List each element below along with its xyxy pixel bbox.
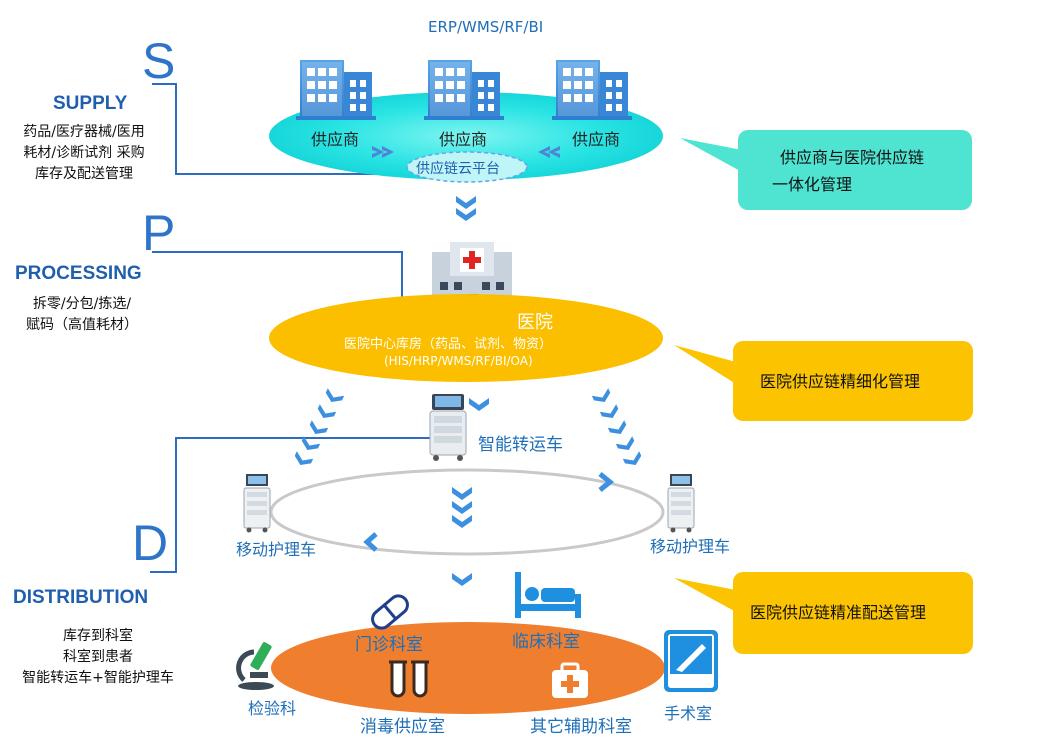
callout-2-text: 医院供应链精细化管理	[760, 372, 921, 391]
supplier-label-3: 供应商	[572, 130, 621, 149]
processing-letter: P	[142, 205, 176, 261]
distribution-line-2: 科室到患者	[63, 649, 133, 665]
first-aid-icon	[552, 662, 588, 698]
callout-2-shape	[674, 341, 973, 421]
chevrons-right-diagonal	[591, 388, 642, 465]
callout-1-line-1: 供应商与医院供应链	[780, 148, 925, 167]
hospital-ellipse	[269, 294, 663, 382]
callout-3-shape	[674, 572, 973, 654]
hospital-line-1: 医院中心库房（药品、试剂、物资）	[344, 337, 553, 352]
distribution-title: DISTRIBUTION	[13, 587, 149, 608]
supply-title: SUPPLY	[53, 93, 128, 114]
smart-cart-label: 智能转运车	[478, 435, 563, 455]
microscope-icon	[236, 642, 274, 690]
test-tubes-icon	[389, 660, 429, 698]
chevron-under-hospital	[469, 398, 489, 411]
callout-1-line-2: 一体化管理	[772, 175, 853, 194]
mobile-cart-right-label: 移动护理车	[650, 537, 731, 556]
track-arrow-left	[363, 532, 378, 552]
smart-cart-icon	[429, 394, 467, 461]
pill-icon	[371, 594, 409, 630]
chevrons-middle	[452, 487, 472, 586]
dept-clinical-label: 临床科室	[512, 632, 580, 652]
hospital-title: 医院	[517, 312, 553, 333]
supplier-label-1: 供应商	[311, 130, 360, 149]
supplier-label-2: 供应商	[439, 130, 488, 149]
dept-auxiliary-label: 其它辅助科室	[530, 717, 632, 737]
processing-description: 拆零/分包/拣选/ 赋码（高值耗材）	[0, 294, 164, 336]
building-icon-1	[296, 60, 376, 120]
departments-ellipse	[271, 622, 665, 714]
mobile-cart-left-label: 移动护理车	[236, 540, 317, 559]
distribution-letter: D	[132, 515, 169, 571]
supply-line-1: 药品/医疗器械/医用	[23, 124, 145, 140]
bed-icon	[515, 572, 581, 618]
processing-line-2: 赋码（高值耗材）	[26, 317, 138, 333]
distribution-description: 库存到科室 科室到患者 智能转运车+智能护理车	[0, 626, 196, 689]
dept-sterilization-label: 消毒供应室	[360, 717, 445, 737]
dept-surgery-label: 手术室	[664, 704, 713, 723]
callout-1-shape	[680, 130, 972, 210]
supply-letter: S	[142, 33, 176, 89]
mobile-cart-right-icon	[667, 474, 695, 533]
platform-ellipse	[406, 151, 528, 183]
mobile-cart-left-icon	[243, 474, 271, 533]
dept-lab-label: 检验科	[248, 699, 297, 718]
callout-1-text: 供应商与医院供应链 一体化管理	[772, 144, 968, 198]
distribution-line-3: 智能转运车+智能护理车	[22, 670, 174, 686]
chevrons-supply-to-hospital	[456, 196, 476, 221]
dept-outpatient-label: 门诊科室	[355, 635, 423, 655]
building-icon-2	[424, 60, 504, 120]
processing-line-1: 拆零/分包/拣选/	[32, 296, 132, 312]
scalpel-icon	[664, 630, 718, 692]
track-arrow-right	[598, 472, 615, 492]
supplier-chevrons	[372, 146, 560, 158]
bracket-lines	[150, 83, 440, 573]
supply-line-2: 耗材/诊断试剂 采购	[23, 145, 145, 161]
track-oval	[269, 468, 665, 556]
platform-label: 供应链云平台	[416, 161, 500, 177]
chevrons-left-diagonal	[294, 388, 345, 465]
building-icon-3	[552, 60, 632, 120]
supply-description: 药品/医疗器械/医用 耗材/诊断试剂 采购 库存及配送管理	[0, 122, 168, 185]
distribution-line-1: 库存到科室	[63, 628, 133, 644]
supply-line-3: 库存及配送管理	[35, 166, 133, 182]
hospital-line-2: (HIS/HRP/WMS/RF/BI/OA)	[384, 354, 533, 368]
callout-3-text: 医院供应链精准配送管理	[750, 603, 927, 622]
processing-title: PROCESSING	[15, 263, 142, 284]
